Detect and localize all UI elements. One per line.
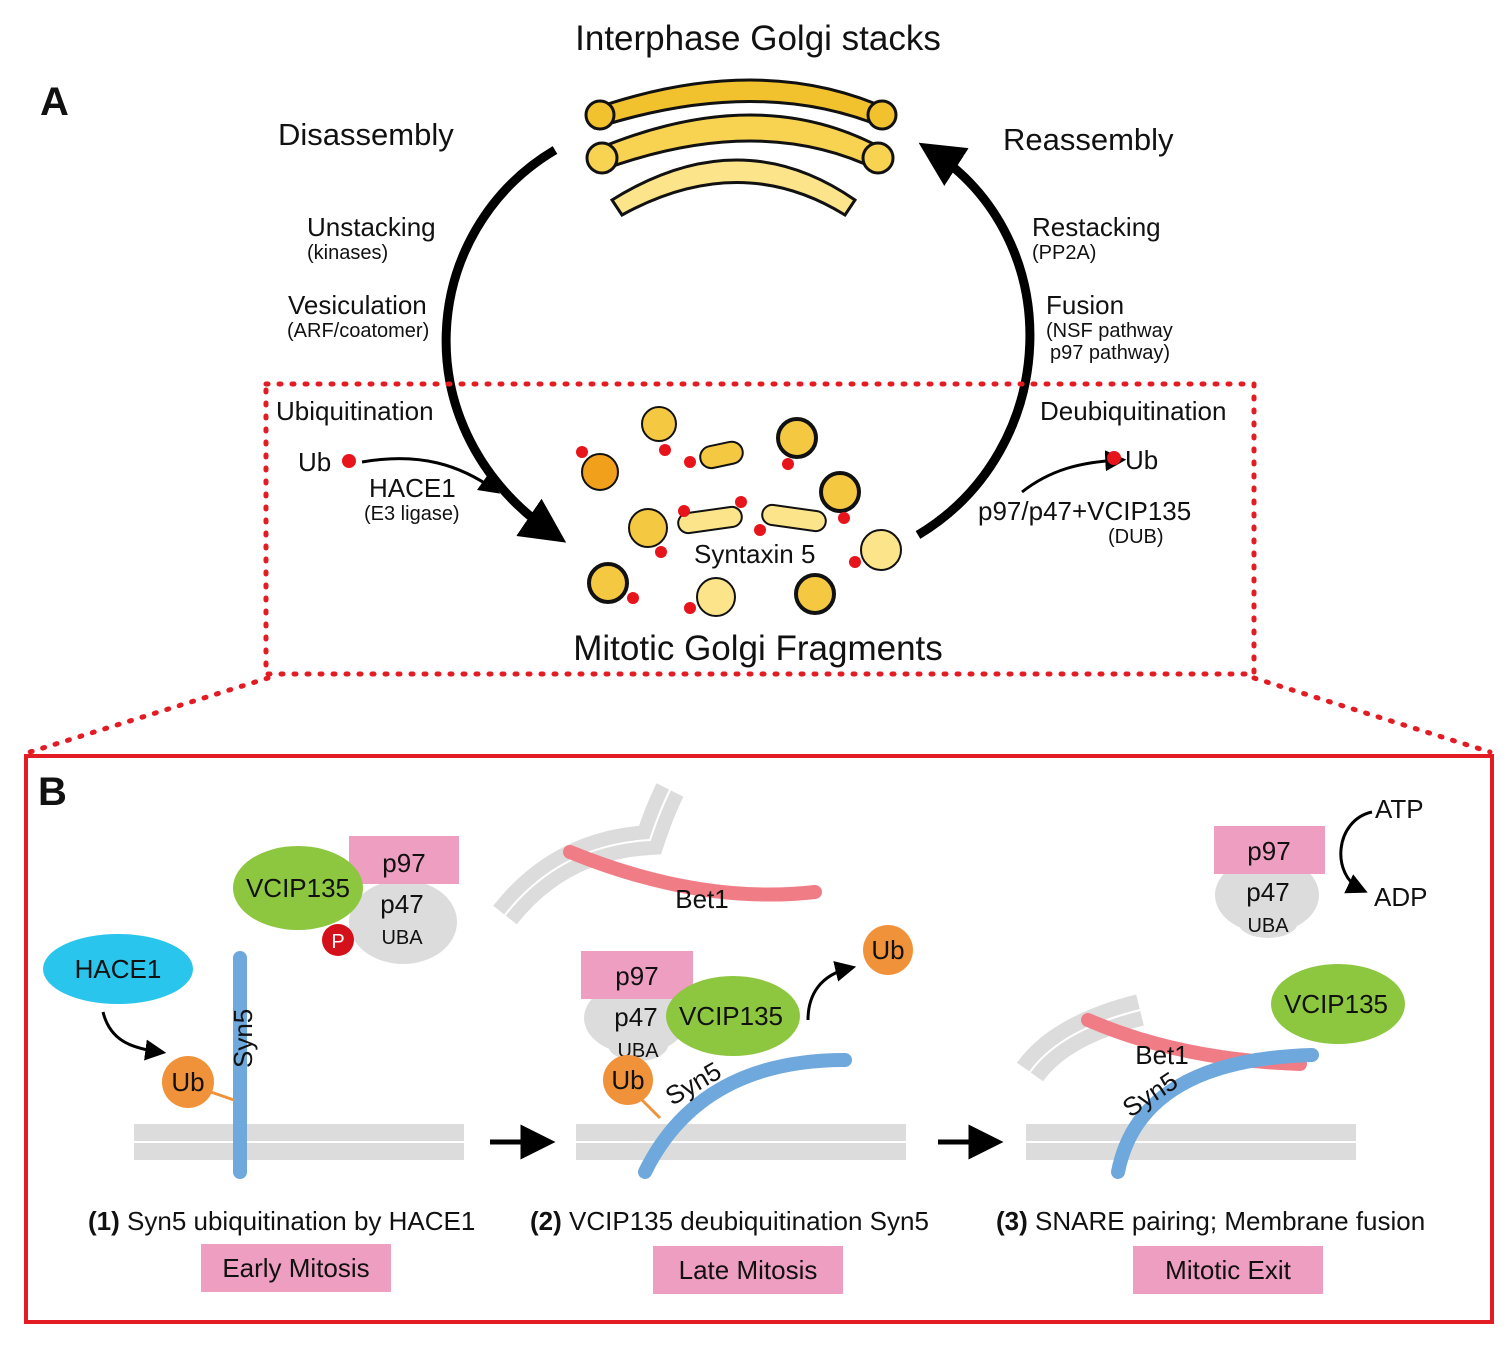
p97-complex-step2: [581, 951, 693, 1061]
fusion-sub-2: p97 pathway): [1050, 342, 1170, 364]
restacking-label: Restacking: [1032, 212, 1161, 242]
ub-right-dot: [1107, 451, 1121, 465]
disassembly-arrow: [441, 146, 567, 543]
golgi-stack-icon: [584, 78, 898, 218]
golgi-fragments: [581, 406, 902, 617]
phospho-label: P: [331, 931, 344, 953]
panel-b-letter: B: [38, 770, 67, 814]
ub-step1: [162, 1056, 214, 1108]
caption-step1-text: Syn5 ubiquitination by HACE1: [127, 1206, 475, 1236]
hace1-b-label: HACE1: [75, 954, 162, 984]
p97-step3: p97: [1247, 836, 1290, 866]
hace1-b-arrow: [101, 1011, 167, 1061]
caption-step3-num: (3): [996, 1206, 1028, 1236]
fragments-label: Mitotic Golgi Fragments: [573, 629, 943, 668]
ub-free-label: Ub: [871, 935, 904, 965]
bet1-step3-label: Bet1: [1135, 1040, 1189, 1070]
golgi-membrane-curve-3: [1016, 994, 1144, 1082]
hace1-ellipse: [43, 934, 193, 1004]
ub-left-dot: [342, 454, 356, 468]
p47-step3: p47: [1246, 877, 1289, 907]
caption-step3-text: SNARE pairing; Membrane fusion: [1035, 1206, 1425, 1236]
zoom-line-left: [27, 675, 271, 755]
caption-step1-num: (1): [88, 1206, 120, 1236]
reassembly-arrow: [915, 142, 1035, 539]
atp-arrow: [1339, 810, 1373, 894]
bet1-step2: [563, 845, 822, 902]
bet1-step2-label: Bet1: [675, 884, 729, 914]
stage-label-3: Mitotic Exit: [1165, 1255, 1291, 1285]
membranes: [134, 1124, 1356, 1160]
zoom-line-right: [1251, 675, 1493, 755]
restacking-sub: (PP2A): [1032, 242, 1096, 264]
golgi-membrane-curve-2: [493, 783, 684, 925]
p97-step2: p97: [615, 961, 658, 991]
unstacking-sub: (kinases): [307, 242, 388, 264]
syn5-step2: [638, 1053, 852, 1179]
stage-badge-2: [653, 1246, 843, 1294]
interphase-title: Interphase Golgi stacks: [575, 19, 941, 58]
reassembly-label: Reassembly: [1003, 122, 1174, 157]
vcip-ellipse-step2: [666, 976, 800, 1056]
ub-release-arrow: [806, 961, 857, 1021]
p47-step2: p47: [614, 1002, 657, 1032]
deubiquitination-label: Deubiquitination: [1040, 396, 1226, 426]
vcip-ellipse-step3: [1271, 964, 1405, 1044]
p97-complex-step1: [233, 836, 459, 964]
caption-step1: (1) Syn5 ubiquitination by HACE1: [88, 1206, 475, 1236]
ubiquitin-dots: [576, 444, 861, 614]
ub-step1-label: Ub: [171, 1067, 204, 1097]
stage-label-1: Early Mitosis: [222, 1253, 369, 1283]
p47-step1: p47: [380, 889, 423, 919]
stage-badge-1: [201, 1244, 391, 1292]
p97-step1: p97: [382, 848, 425, 878]
vcip-step1: VCIP135: [246, 873, 350, 903]
syn5-step3: [1111, 1048, 1319, 1179]
atp-label: ATP: [1375, 794, 1424, 824]
vcip-step2: VCIP135: [679, 1001, 783, 1031]
p97-complex-step3: [1214, 826, 1325, 938]
uba-step1: UBA: [381, 927, 423, 949]
disassembly-label: Disassembly: [278, 117, 454, 152]
caption-step2: (2) VCIP135 deubiquitination Syn5: [530, 1206, 929, 1236]
vesiculation-label: Vesiculation: [288, 290, 427, 320]
fusion-label: Fusion: [1046, 290, 1124, 320]
hace1-arrow: [361, 457, 501, 494]
ubiquitination-label: Ubiquitination: [276, 396, 434, 426]
vesiculation-sub: (ARF/coatomer): [287, 320, 429, 342]
ub-step2: [603, 1055, 653, 1105]
ub-free: [863, 925, 913, 975]
syntaxin-label: Syntaxin 5: [694, 539, 815, 569]
panel-b-frame: [24, 754, 1494, 1324]
fusion-sub-1: (NSF pathway: [1046, 320, 1173, 342]
dub-complex-label: p97/p47+VCIP135: [978, 496, 1191, 526]
adp-label: ADP: [1374, 882, 1427, 912]
vcip-step3: VCIP135: [1284, 989, 1388, 1019]
panel-a-letter: A: [40, 80, 69, 124]
caption-step2-num: (2): [530, 1206, 562, 1236]
caption-step3: (3) SNARE pairing; Membrane fusion: [996, 1206, 1425, 1236]
ub-step2-label: Ub: [611, 1065, 644, 1095]
dub-sub: (DUB): [1108, 526, 1164, 548]
uba-step3: UBA: [1247, 915, 1289, 937]
dub-arrow: [1021, 450, 1127, 494]
ub-right-label: Ub: [1125, 445, 1158, 475]
ub-link-2: [638, 1096, 662, 1120]
hace1-label: HACE1: [369, 473, 456, 503]
stage-badge-3: [1133, 1246, 1323, 1294]
mitotic-dotted-box: [263, 381, 1257, 677]
stage-label-2: Late Mitosis: [679, 1255, 818, 1285]
ub-left-label: Ub: [298, 447, 331, 477]
hace1-sub: (E3 ligase): [364, 503, 460, 525]
unstacking-label: Unstacking: [307, 212, 436, 242]
syn5-step1-label: Syn5: [228, 1009, 258, 1068]
caption-step2-text: VCIP135 deubiquitination Syn5: [569, 1206, 929, 1236]
